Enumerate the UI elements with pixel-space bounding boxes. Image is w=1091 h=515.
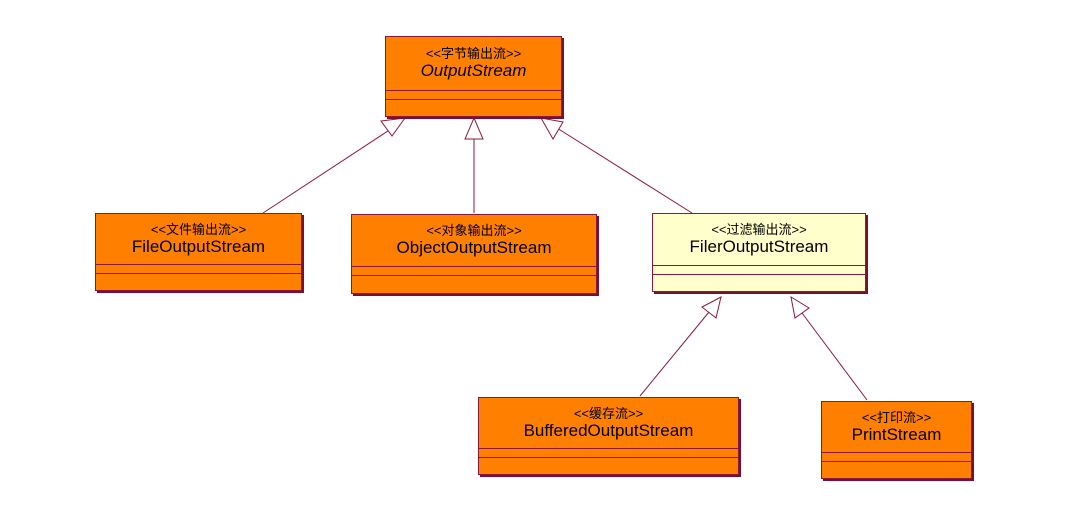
generalization-arrow-icon <box>540 117 564 140</box>
generalization-arrow-icon <box>464 116 484 140</box>
class-name: FileOutputStream <box>131 236 266 256</box>
class-file-output-stream[interactable]: <<文件输出流>> FileOutputStream <box>95 213 302 291</box>
operations-compartment <box>352 276 596 293</box>
generalization-arrow-icon <box>701 296 722 319</box>
edge-filer-to-outputstream <box>556 127 693 214</box>
class-print-stream[interactable]: <<打印流>> PrintStream <box>821 401 972 479</box>
attributes-compartment <box>352 267 596 276</box>
class-name: OutputStream <box>420 61 527 80</box>
stereotype-label: <<文件输出流>> <box>150 221 247 237</box>
operations-compartment <box>386 100 561 116</box>
attributes-compartment <box>479 449 738 458</box>
operations-compartment <box>653 275 865 291</box>
stereotype-label: <<打印流>> <box>861 409 932 425</box>
operations-compartment <box>96 274 301 290</box>
attributes-compartment <box>822 453 971 462</box>
stereotype-label: <<字节输出流>> <box>425 46 522 61</box>
stereotype-label: <<过滤输出流>> <box>711 222 807 237</box>
class-filer-output-stream[interactable]: <<过滤输出流>> FilerOutputStream <box>652 213 866 292</box>
class-buffered-output-stream[interactable]: <<缓存流>> BufferedOutputStream <box>478 397 739 475</box>
attributes-compartment <box>386 91 561 100</box>
class-output-stream[interactable]: <<字节输出流>> OutputStream <box>385 36 562 117</box>
operations-compartment <box>822 462 971 478</box>
class-name: FilerOutputStream <box>689 237 829 256</box>
edge-print-to-filer <box>801 312 868 401</box>
edge-file-to-outputstream <box>262 126 395 214</box>
stereotype-label: <<对象输出流>> <box>426 223 522 238</box>
attributes-compartment <box>96 265 301 274</box>
edge-buffered-to-filer <box>639 311 710 397</box>
operations-compartment <box>479 458 738 474</box>
class-object-output-stream[interactable]: <<对象输出流>> ObjectOutputStream <box>351 214 597 294</box>
class-name: BufferedOutputStream <box>523 420 694 440</box>
generalization-arrow-icon <box>380 117 407 137</box>
stereotype-label: <<缓存流>> <box>573 405 644 421</box>
attributes-compartment <box>653 266 865 275</box>
generalization-arrow-icon <box>790 295 810 319</box>
class-name: PrintStream <box>851 424 942 444</box>
class-name: ObjectOutputStream <box>396 238 552 257</box>
